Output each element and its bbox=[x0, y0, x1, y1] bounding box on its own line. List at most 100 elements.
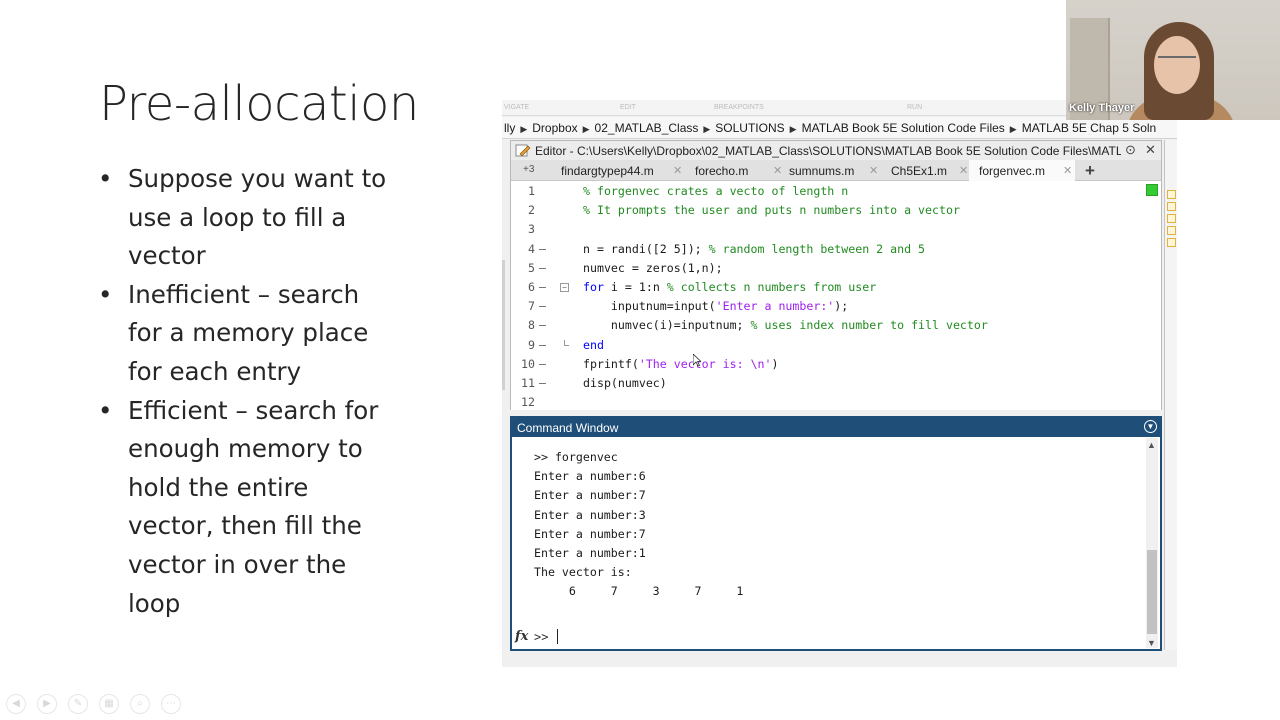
tab-label: forecho.m bbox=[695, 164, 749, 178]
chevron-down-icon[interactable]: ▼ bbox=[1144, 420, 1157, 433]
code-text: for i = 1:n % collects n numbers from us… bbox=[583, 280, 876, 294]
workspace-side-panel[interactable] bbox=[1164, 140, 1177, 650]
code-text: % forgenvec crates a vecto of length n bbox=[583, 184, 848, 198]
tab-sumnums[interactable]: sumnums.m ✕ bbox=[789, 160, 883, 181]
breadcrumb-separator-icon: ▶ bbox=[1009, 124, 1017, 134]
breakpoint-marker[interactable]: – bbox=[539, 280, 546, 294]
code-comment: % forgenvec crates a vecto of length n bbox=[583, 184, 849, 198]
ribbon-label: EDIT bbox=[620, 104, 636, 111]
tab-close-icon[interactable]: ✕ bbox=[773, 165, 783, 177]
ribbon-strip: VIGATE EDIT BREAKPOINTS RUN bbox=[502, 100, 1177, 116]
breadcrumb-separator-icon: ▶ bbox=[582, 124, 590, 134]
line-number: 2 bbox=[528, 203, 535, 218]
output-line: >> forgenvec bbox=[534, 450, 618, 464]
command-window-scrollbar[interactable]: ▲ ▼ bbox=[1146, 438, 1158, 648]
bullet-item: Efficient – search for enough memory to … bbox=[96, 392, 396, 624]
code-analyzer-status-icon[interactable] bbox=[1146, 184, 1158, 196]
line-number: 7 bbox=[528, 299, 535, 314]
breakpoint-marker[interactable]: – bbox=[539, 299, 546, 314]
code-comment: % It prompts the user and puts n numbers… bbox=[583, 203, 960, 218]
editor-options-icon[interactable]: ⊙ bbox=[1125, 142, 1136, 157]
editor-title: Editor - C:\Users\Kelly\Dropbox\02_MATLA… bbox=[535, 144, 1121, 158]
more-options-icon[interactable]: ⋯ bbox=[161, 694, 181, 714]
slide-title: Pre-allocation bbox=[99, 76, 419, 132]
breadcrumb-item[interactable]: 02_MATLAB_Class bbox=[594, 121, 699, 135]
pencil-icon bbox=[515, 144, 531, 157]
code-line: 1% forgenvec crates a vecto of length n bbox=[511, 184, 1151, 203]
breadcrumb-item[interactable]: MATLAB 5E Chap 5 Soln bbox=[1021, 121, 1157, 135]
output-line: The vector is: bbox=[534, 565, 632, 580]
code-token: numvec = zeros(1,n); bbox=[583, 260, 723, 275]
tab-forgenvec[interactable]: forgenvec.m ✕ bbox=[969, 160, 1075, 181]
slides-grid-icon[interactable]: ▦ bbox=[99, 694, 119, 714]
breadcrumb-separator-icon: ▶ bbox=[520, 124, 528, 134]
breadcrumb-item[interactable]: lly bbox=[504, 121, 516, 135]
variable-icon bbox=[1167, 190, 1176, 199]
breakpoint-marker[interactable]: – bbox=[539, 337, 546, 352]
code-line: 5– numvec = zeros(1,n); bbox=[511, 261, 1151, 280]
breadcrumb-separator-icon: ▶ bbox=[789, 124, 797, 134]
scroll-down-icon[interactable]: ▼ bbox=[1147, 638, 1156, 648]
webcam-video: Kelly Thayer bbox=[1066, 0, 1280, 120]
webcam-person bbox=[1154, 36, 1200, 94]
tab-close-icon[interactable]: ✕ bbox=[869, 165, 879, 177]
code-line: 12 bbox=[511, 395, 1151, 414]
panel-splitter[interactable] bbox=[502, 260, 505, 390]
code-text: numvec(i)=inputnum; % uses index number … bbox=[583, 318, 988, 332]
tab-close-icon[interactable]: ✕ bbox=[959, 165, 969, 177]
fold-toggle-icon[interactable]: − bbox=[560, 283, 569, 292]
code-line: 4–n = randi([2 5]); % random length betw… bbox=[511, 242, 1151, 261]
breakpoint-marker[interactable]: – bbox=[539, 376, 546, 390]
tab-label: sumnums.m bbox=[789, 164, 855, 178]
tab-ch5ex1[interactable]: Ch5Ex1.m ✕ bbox=[891, 160, 973, 181]
variable-icon bbox=[1167, 238, 1176, 247]
code-string: 'The vector is: \n' bbox=[638, 356, 772, 371]
fold-end-icon[interactable] bbox=[564, 339, 569, 346]
add-tab-icon[interactable]: + bbox=[1085, 161, 1095, 180]
bullet-item: Inefficient – search for a memory place … bbox=[96, 276, 396, 392]
close-icon[interactable]: ✕ bbox=[1145, 142, 1156, 157]
command-output: >> forgenvec Enter a number:6 Enter a nu… bbox=[534, 440, 743, 604]
ribbon-label: BREAKPOINTS bbox=[714, 104, 764, 111]
breadcrumb-item[interactable]: Dropbox bbox=[532, 121, 578, 135]
code-token: n = randi([2 5]); bbox=[583, 241, 709, 256]
tab-label: forgenvec.m bbox=[979, 164, 1046, 178]
breadcrumb-item[interactable]: SOLUTIONS bbox=[715, 121, 785, 135]
breakpoint-marker[interactable]: – bbox=[539, 318, 546, 333]
breakpoint-marker[interactable]: – bbox=[539, 260, 546, 275]
previous-slide-icon[interactable]: ◀ bbox=[6, 694, 26, 714]
pen-icon[interactable]: ✎ bbox=[68, 694, 88, 714]
code-text: inputnum=input('Enter a number:'); bbox=[583, 299, 848, 313]
tab-close-icon[interactable]: ✕ bbox=[673, 165, 683, 177]
line-number: 5 bbox=[528, 260, 535, 275]
code-token: disp(numvec) bbox=[583, 376, 667, 390]
tab-forecho[interactable]: forecho.m ✕ bbox=[695, 160, 787, 181]
breakpoint-marker[interactable]: – bbox=[539, 356, 546, 371]
breadcrumb-item[interactable]: MATLAB Book 5E Solution Code Files bbox=[801, 121, 1005, 135]
code-comment: % collects n numbers from user bbox=[666, 280, 877, 294]
code-keyword: for bbox=[583, 280, 604, 294]
breakpoint-marker[interactable]: – bbox=[539, 241, 546, 256]
webcam-background bbox=[1070, 18, 1110, 120]
command-input[interactable]: fx >> bbox=[512, 628, 1144, 647]
code-token: inputnum=input( bbox=[583, 299, 716, 314]
scrollbar-thumb[interactable] bbox=[1147, 550, 1157, 634]
variable-icon bbox=[1167, 202, 1176, 211]
code-string: 'Enter a number:' bbox=[715, 299, 835, 314]
next-slide-icon[interactable]: ▶ bbox=[37, 694, 57, 714]
tab-close-icon[interactable]: ✕ bbox=[1063, 165, 1073, 177]
code-text: end bbox=[583, 338, 604, 352]
participant-name: Kelly Thayer bbox=[1069, 102, 1135, 114]
variable-icon bbox=[1167, 226, 1176, 235]
line-number: 11 bbox=[521, 376, 535, 390]
line-number: 6 bbox=[528, 280, 535, 294]
tab-overflow-button[interactable]: +3 bbox=[523, 164, 535, 175]
line-number-gutter bbox=[511, 182, 567, 410]
function-browser-icon[interactable]: fx bbox=[515, 629, 529, 644]
output-line: Enter a number:7 bbox=[534, 488, 646, 503]
zoom-icon[interactable]: ⌕ bbox=[130, 694, 150, 714]
tab-findargtypep44[interactable]: findargtypep44.m ✕ bbox=[561, 160, 687, 181]
scroll-up-icon[interactable]: ▲ bbox=[1147, 440, 1156, 450]
code-line: 11– disp(numvec) bbox=[511, 376, 1151, 395]
